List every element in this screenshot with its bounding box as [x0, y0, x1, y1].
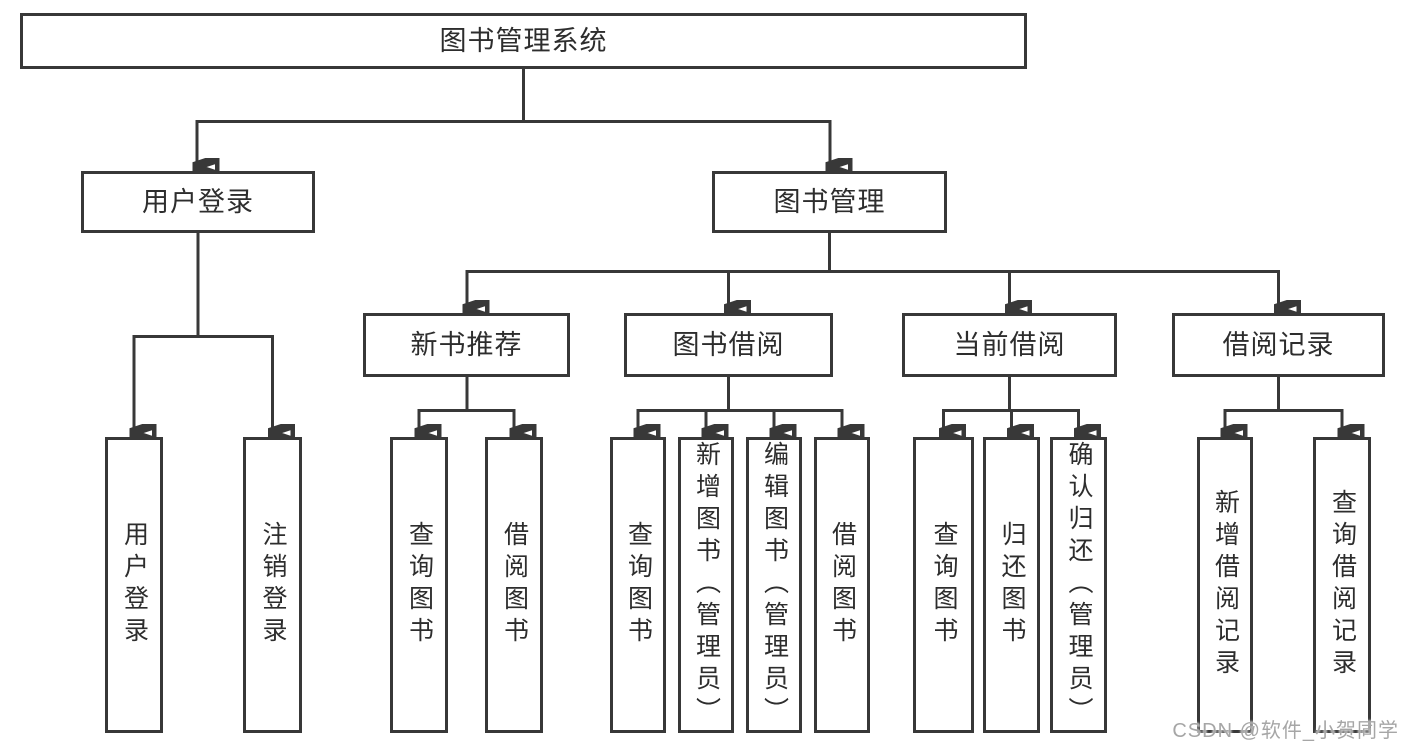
- leaf-edit-books-admin: 编辑图书（管理员）: [746, 437, 802, 733]
- leaf-return-books: 归还图书: [983, 437, 1040, 733]
- node-label: 查询图书: [405, 521, 434, 649]
- node-label: 借阅记录: [1222, 329, 1335, 360]
- node-label: 图书管理系统: [439, 25, 608, 56]
- leaf-add-books-admin: 新增图书（管理员）: [678, 437, 734, 733]
- connector-borrow-records-to-leaves: [1225, 377, 1342, 433]
- node-label: 当前借阅: [953, 329, 1066, 360]
- connector-book-management-to-level3: [467, 233, 1279, 309]
- leaf-borrow-books-recommend: 借阅图书: [485, 437, 543, 733]
- node-library-management-system: 图书管理系统: [20, 13, 1027, 69]
- connector-current-borrow-to-leaves: [944, 377, 1079, 433]
- node-book-management: 图书管理: [712, 171, 947, 233]
- node-label: 查询借阅记录: [1328, 489, 1357, 681]
- leaf-query-books-current: 查询图书: [913, 437, 974, 733]
- node-label: 查询图书: [930, 521, 958, 649]
- leaf-query-borrow-record: 查询借阅记录: [1313, 437, 1371, 733]
- node-label: 用户登录: [120, 521, 149, 649]
- connector-book-borrow-to-leaves: [638, 377, 842, 433]
- connector-new-book-to-leaves: [419, 377, 514, 433]
- leaf-user-login: 用户登录: [105, 437, 163, 733]
- node-new-book-recommendation: 新书推荐: [363, 313, 570, 377]
- leaf-add-borrow-record: 新增借阅记录: [1197, 437, 1253, 733]
- node-label: 新增借阅记录: [1211, 489, 1240, 681]
- csdn-watermark: CSDN @软件_小贺同学: [1172, 720, 1399, 742]
- node-label: 图书借阅: [672, 329, 785, 360]
- leaf-query-books-borrow: 查询图书: [610, 437, 666, 733]
- leaf-borrow-books: 借阅图书: [814, 437, 870, 733]
- node-label: 借阅图书: [500, 521, 529, 649]
- node-label: 新增图书（管理员）: [692, 441, 721, 729]
- node-label: 新书推荐: [410, 329, 523, 360]
- node-current-borrowing: 当前借阅: [902, 313, 1117, 377]
- node-borrow-records: 借阅记录: [1172, 313, 1385, 377]
- node-label: 借阅图书: [828, 521, 857, 649]
- leaf-query-books-recommend: 查询图书: [390, 437, 448, 733]
- node-label: 确认归还（管理员）: [1065, 441, 1093, 729]
- node-label: 注销登录: [259, 521, 287, 649]
- connector-user-login-to-leaves: [134, 233, 273, 433]
- node-label: 用户登录: [142, 186, 254, 217]
- node-label: 图书管理: [773, 186, 886, 217]
- node-label: 编辑图书（管理员）: [760, 441, 789, 729]
- node-label: 查询图书: [624, 521, 653, 649]
- connector-root-to-level2: [197, 69, 830, 167]
- leaf-logout: 注销登录: [243, 437, 302, 733]
- node-user-login: 用户登录: [81, 171, 315, 233]
- node-label: 归还图书: [998, 521, 1026, 649]
- node-book-borrowing: 图书借阅: [624, 313, 833, 377]
- leaf-confirm-return-admin: 确认归还（管理员）: [1050, 437, 1107, 733]
